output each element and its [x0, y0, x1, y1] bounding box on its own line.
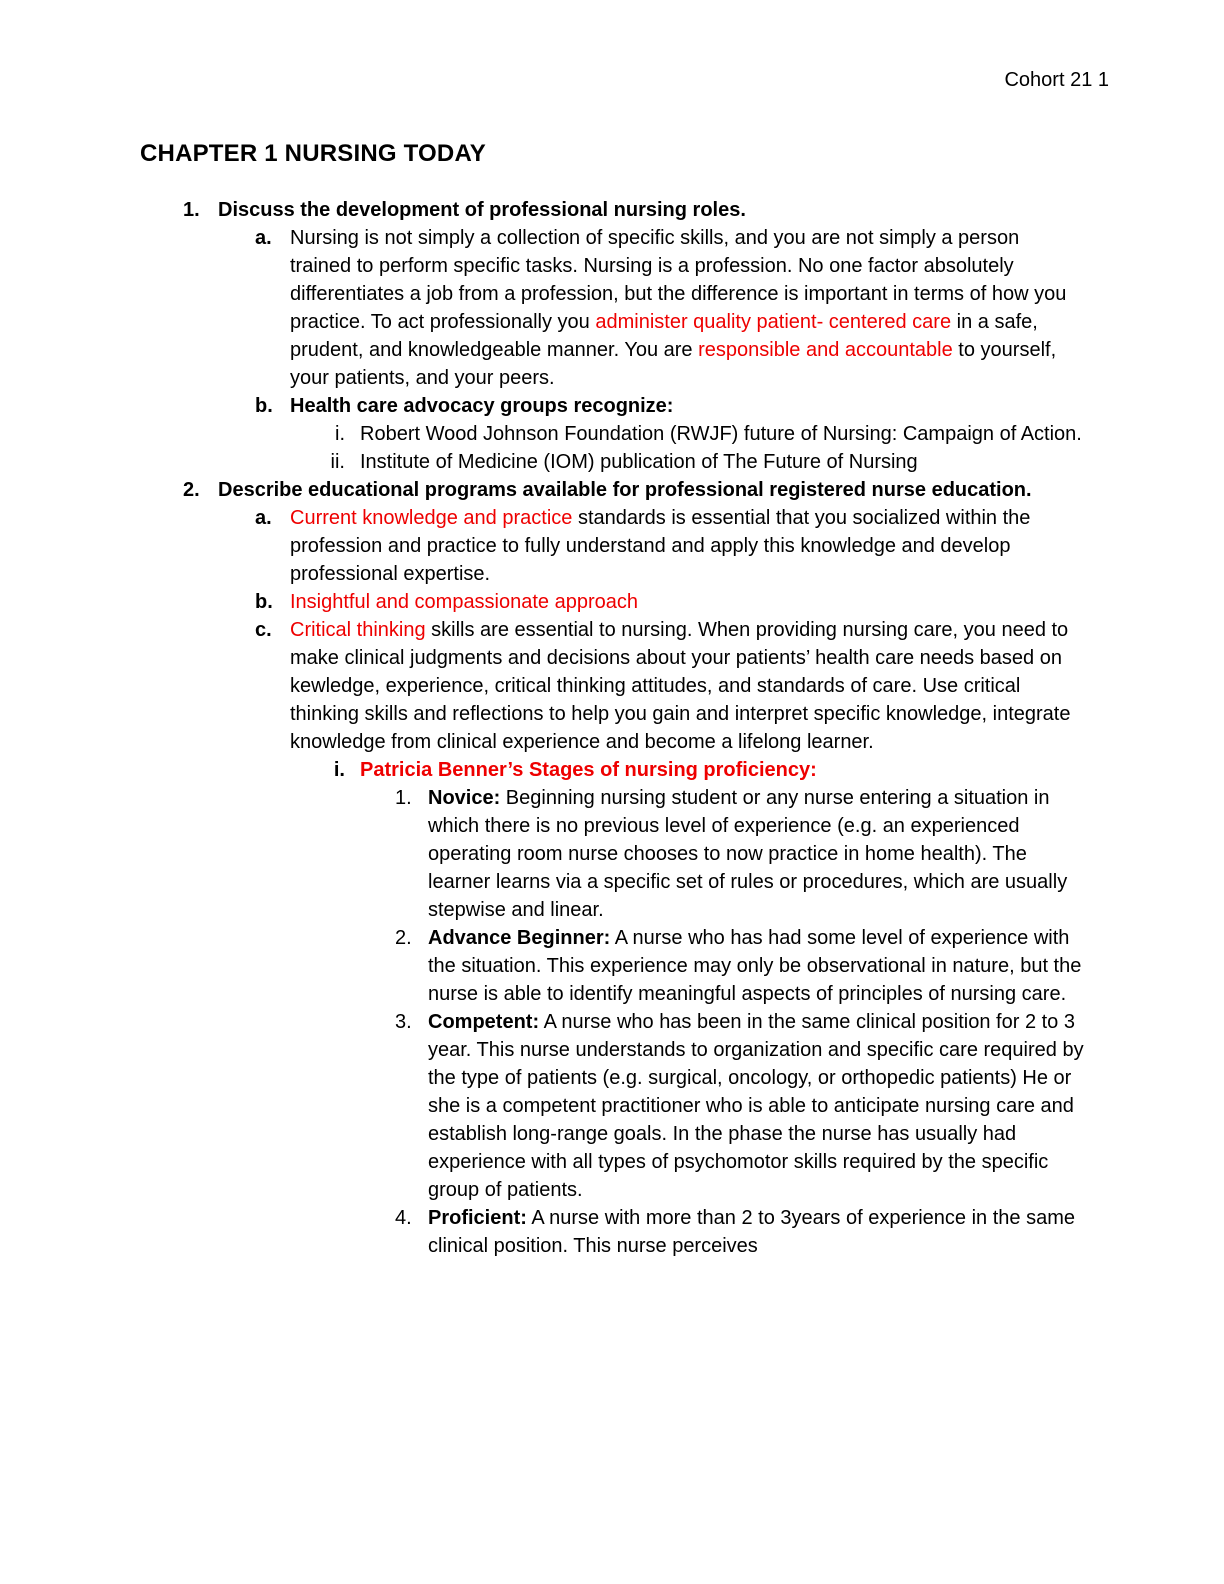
highlighted-text: Insightful and compassionate approach — [290, 591, 639, 613]
outline-item: i. Patricia Benner’s Stages of nursing pr… — [0, 756, 1084, 784]
list-marker: i. — [335, 423, 345, 445]
list-marker: c. — [255, 619, 272, 641]
outline-item: 1. Discuss the development of professiona… — [0, 196, 1084, 224]
text-segment: A nurse who has been in the same clinica… — [428, 1011, 1084, 1201]
item-text: Novice: Beginning nursing student or any… — [428, 787, 1067, 921]
highlighted-text: administer quality patient- centered car… — [595, 311, 952, 333]
text-segment: in a safe, prudent, and knowledgeable ma… — [290, 311, 1038, 361]
highlighted-text: Current knowledge and practice — [290, 507, 573, 529]
item-text: Insightful and compassionate approach — [290, 591, 638, 613]
outline-item: b. Health care advocacy groups recognize: — [0, 392, 1084, 420]
list-marker: a. — [255, 507, 272, 529]
outline-item: 2. Describe educational programs availabl… — [0, 476, 1084, 504]
item-text: Critical thinking skills are essential t… — [290, 619, 1070, 753]
item-text: Robert Wood Johnson Foundation (RWJF) fu… — [360, 423, 1082, 445]
text-segment: A nurse who has had some level of experi… — [428, 927, 1082, 1005]
outline-item: a. Nursing is not simply a collection of … — [0, 224, 1084, 392]
text-segment: Proficient: — [428, 1207, 527, 1229]
outline-item: 2. Advance Beginner: A nurse who has had … — [0, 924, 1084, 1008]
text-segment: to yourself, your patients, and your pee… — [290, 339, 1057, 389]
item-text: Discuss the development of professional … — [218, 199, 746, 221]
text-segment: Nursing is not simply a collection of sp… — [290, 227, 1067, 333]
list-marker: b. — [255, 591, 273, 613]
text-segment: A nurse with more than 2 to 3years of ex… — [428, 1207, 1075, 1257]
text-segment: Describe educational programs available … — [218, 479, 1032, 501]
highlighted-text: Critical thinking — [290, 619, 426, 641]
outline-item: a. Current knowledge and practice standar… — [0, 504, 1084, 588]
text-segment: Beginning nursing student or any nurse e… — [428, 787, 1068, 921]
item-text: Competent: A nurse who has been in the s… — [428, 1011, 1084, 1201]
item-text: Patricia Benner’s Stages of nursing prof… — [360, 759, 817, 781]
outline-item: 1. Novice: Beginning nursing student or a… — [0, 784, 1084, 924]
list-marker: a. — [255, 227, 272, 249]
highlighted-text: responsible and accountable — [698, 339, 953, 361]
list-marker: 1. — [183, 199, 200, 221]
list-marker: 3. — [395, 1011, 412, 1033]
item-text: Current knowledge and practice standards… — [290, 507, 1030, 585]
text-segment: Competent: — [428, 1011, 540, 1033]
header-cohort-label: Cohort 21 1 — [1004, 69, 1109, 91]
outline-item: b. Insightful and compassionate approach — [0, 588, 1084, 616]
outline-item: ii. Institute of Medicine (IOM) publicati… — [0, 448, 1084, 476]
text-segment: Advance Beginner: — [428, 927, 611, 949]
text-segment: Novice: — [428, 787, 501, 809]
outline: 1. Discuss the development of professiona… — [0, 196, 1224, 1260]
outline-item: 3. Competent: A nurse who has been in the… — [0, 1008, 1084, 1204]
item-text: Describe educational programs available … — [218, 479, 1032, 501]
outline-item: i. Robert Wood Johnson Foundation (RWJF) … — [0, 420, 1084, 448]
outline-item: c. Critical thinking skills are essential… — [0, 616, 1084, 756]
text-segment: Health care advocacy groups recognize: — [290, 395, 674, 417]
list-marker: 2. — [183, 479, 200, 501]
list-marker: i. — [333, 759, 345, 781]
text-segment: Institute of Medicine (IOM) publication … — [360, 451, 918, 473]
list-marker: 1. — [395, 787, 412, 809]
item-text: Proficient: A nurse with more than 2 to … — [428, 1207, 1075, 1257]
page-title: CHAPTER 1 NURSING TODAY — [140, 140, 486, 167]
list-marker: b. — [255, 395, 273, 417]
text-segment: standards is essential that you socializ… — [290, 507, 1031, 585]
highlighted-text: Patricia Benner’s Stages of nursing prof… — [360, 759, 817, 781]
text-segment: Robert Wood Johnson Foundation (RWJF) fu… — [360, 423, 1082, 445]
text-segment: Discuss the development of professional … — [218, 199, 746, 221]
item-text: Nursing is not simply a collection of sp… — [290, 227, 1066, 389]
item-text: Health care advocacy groups recognize: — [290, 395, 673, 417]
outline-item: 4. Proficient: A nurse with more than 2 t… — [0, 1204, 1084, 1260]
text-segment: skills are essential to nursing. When pr… — [290, 619, 1071, 753]
item-text: Institute of Medicine (IOM) publication … — [360, 451, 918, 473]
item-text: Advance Beginner: A nurse who has had so… — [428, 927, 1081, 1005]
list-marker: ii. — [330, 451, 345, 473]
list-marker: 4. — [395, 1207, 412, 1229]
list-marker: 2. — [395, 927, 412, 949]
